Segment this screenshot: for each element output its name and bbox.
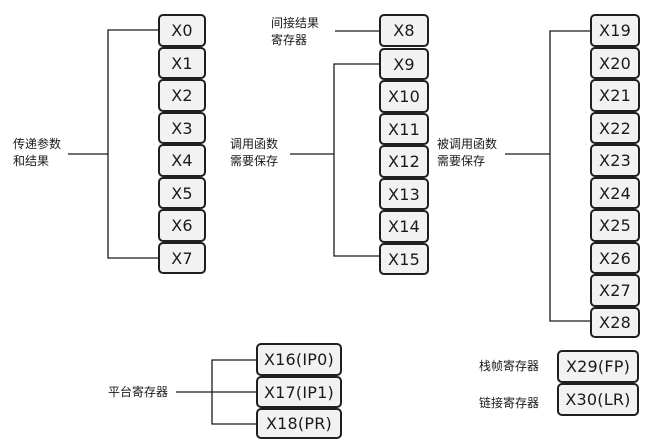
register-x30-lr: X30(LR)	[557, 383, 639, 416]
register-x20: X20	[590, 47, 640, 79]
callee-saved-label-line1: 被调用函数	[437, 137, 498, 151]
frame-register-label: 栈帧寄存器	[479, 358, 539, 375]
frame-label-line1: 栈帧寄存器	[479, 359, 540, 373]
register-x23: X23	[590, 144, 640, 177]
register-x17-ip1: X17(IP1)	[256, 376, 342, 408]
register-x24: X24	[590, 177, 640, 209]
register-x15: X15	[379, 243, 429, 275]
indirect-label-line2: 寄存器	[271, 33, 308, 47]
link-register-label: 链接寄存器	[479, 395, 539, 412]
register-x22: X22	[590, 112, 640, 144]
register-x8: X8	[379, 14, 429, 47]
register-x16-ip0: X16(IP0)	[256, 343, 342, 376]
register-x1: X1	[158, 47, 206, 79]
register-x19: X19	[590, 14, 640, 47]
platform-label: 平台寄存器	[108, 384, 168, 401]
register-x10: X10	[379, 80, 429, 113]
register-x6: X6	[158, 209, 206, 242]
args-group-label: 传递参数 和结果	[13, 136, 61, 170]
register-x5: X5	[158, 177, 206, 209]
register-x4: X4	[158, 144, 206, 177]
register-x0: X0	[158, 14, 206, 47]
indirect-result-label: 间接结果 寄存器	[271, 15, 319, 49]
register-x26: X26	[590, 242, 640, 274]
caller-saved-label-line1: 调用函数	[230, 137, 279, 151]
register-x18-pr: X18(PR)	[256, 408, 342, 439]
callee-saved-label-line2: 需要保存	[437, 154, 486, 168]
indirect-label-line1: 间接结果	[271, 16, 320, 30]
register-x21: X21	[590, 79, 640, 112]
args-label-line2: 和结果	[13, 154, 50, 168]
register-x7: X7	[158, 242, 206, 274]
register-x27: X27	[590, 274, 640, 307]
register-x14: X14	[379, 210, 429, 243]
callee-saved-label: 被调用函数 需要保存	[437, 136, 497, 170]
link-label-line1: 链接寄存器	[479, 396, 540, 410]
register-x29-fp: X29(FP)	[557, 350, 639, 383]
register-x25: X25	[590, 209, 640, 242]
register-x11: X11	[379, 113, 429, 145]
caller-saved-label: 调用函数 需要保存	[230, 136, 278, 170]
register-x12: X12	[379, 145, 429, 178]
register-x2: X2	[158, 79, 206, 112]
caller-saved-label-line2: 需要保存	[230, 154, 279, 168]
register-x3: X3	[158, 112, 206, 144]
register-x28: X28	[590, 307, 640, 338]
register-x13: X13	[379, 178, 429, 210]
platform-label-line1: 平台寄存器	[108, 385, 169, 399]
register-x9: X9	[379, 48, 429, 80]
args-label-line1: 传递参数	[13, 137, 62, 151]
